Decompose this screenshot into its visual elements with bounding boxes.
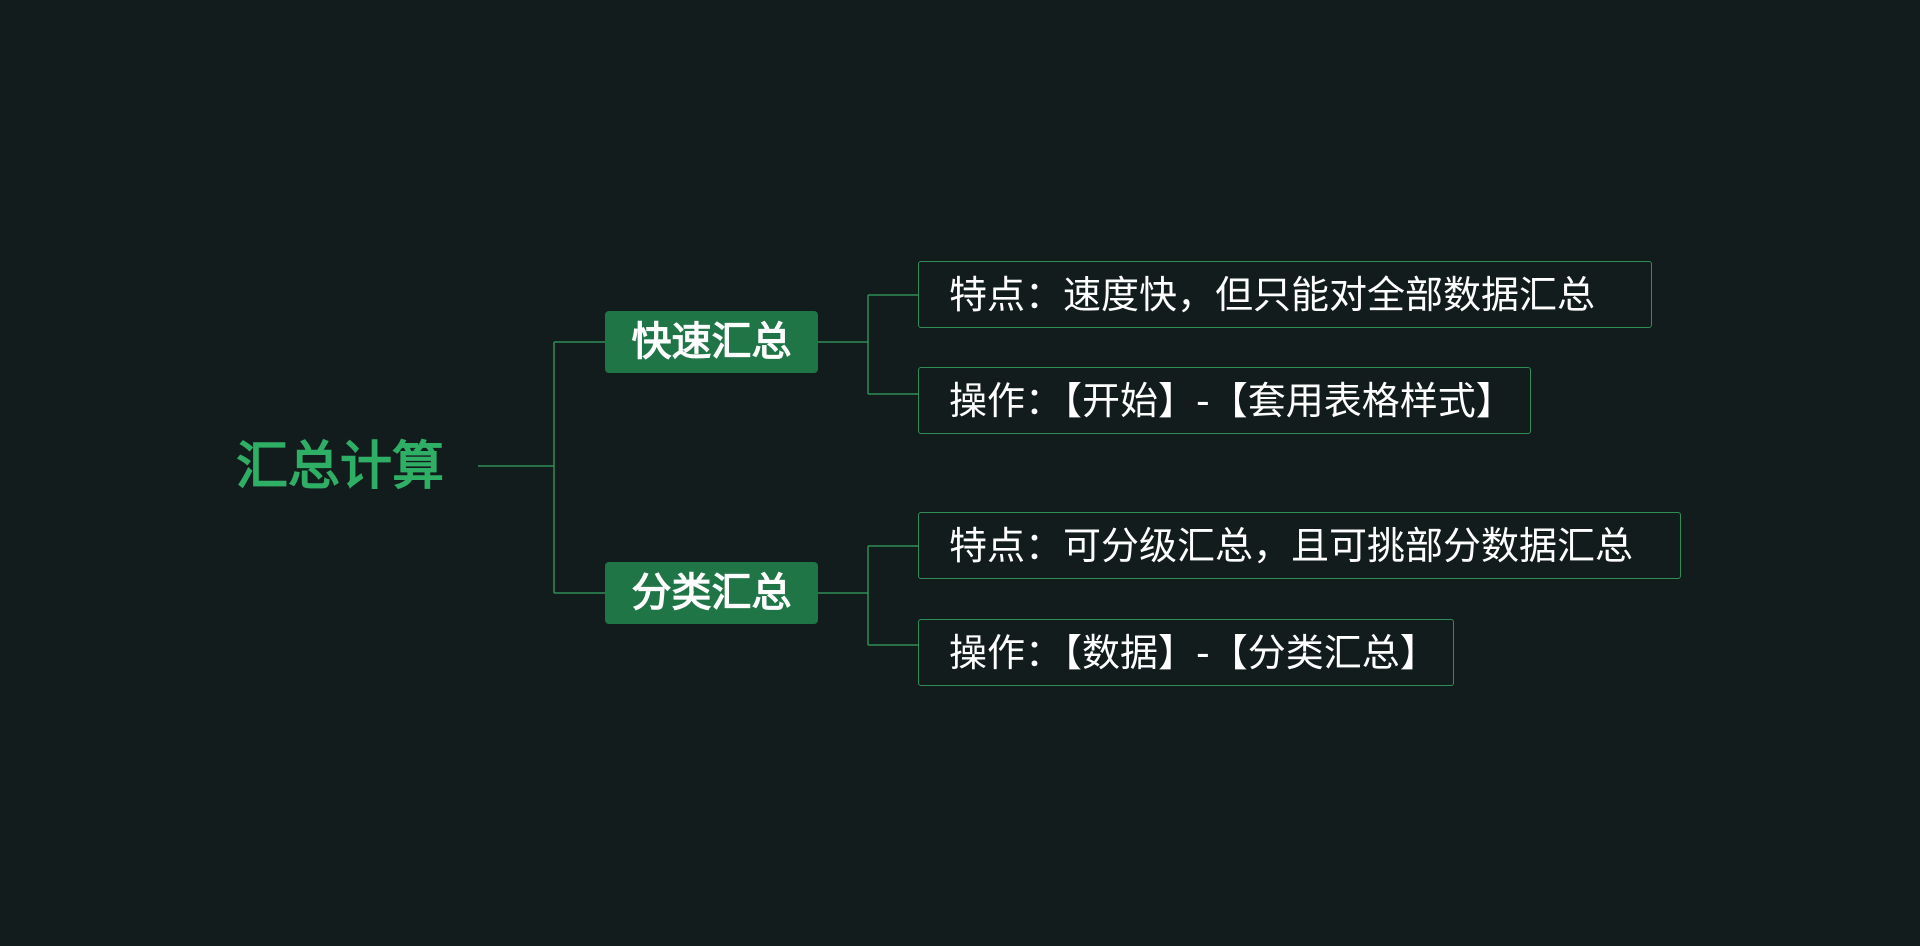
leaf-topic-quick-summary-operation[interactable]: 操作：【开始】-【套用表格样式】 [918, 367, 1531, 434]
root-topic[interactable]: 汇总计算 [236, 437, 445, 497]
leaf-topic-quick-summary-feature[interactable]: 特点：速度快，但只能对全部数据汇总 [918, 261, 1652, 328]
leaf-topic-category-summary-operation[interactable]: 操作：【数据】-【分类汇总】 [918, 619, 1454, 686]
leaf-topic-category-summary-feature[interactable]: 特点：可分级汇总，且可挑部分数据汇总 [918, 512, 1681, 579]
branch-topic-category-summary[interactable]: 分类汇总 [605, 562, 818, 624]
branch-topic-quick-summary[interactable]: 快速汇总 [605, 311, 818, 373]
